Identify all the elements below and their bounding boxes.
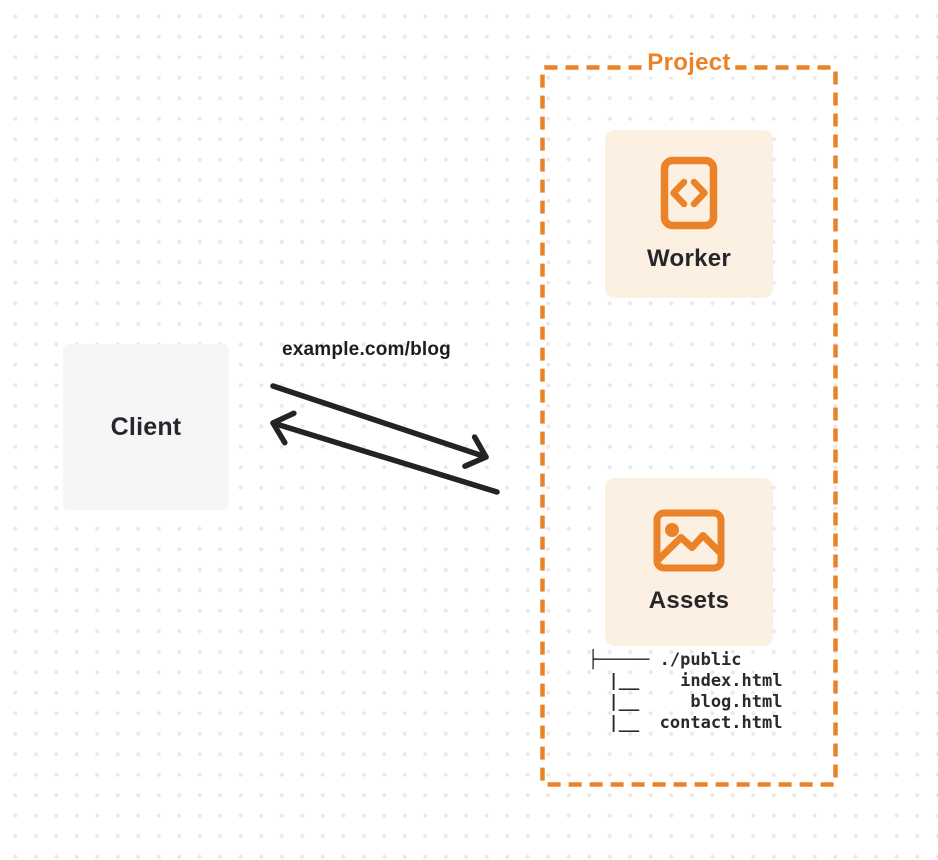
client-node: Client xyxy=(63,344,229,510)
tree-line-index: |__ index.html xyxy=(588,671,783,691)
assets-node: Assets xyxy=(605,478,773,646)
image-icon xyxy=(653,509,725,572)
request-arrow-head xyxy=(462,434,489,469)
assets-file-tree: ├───── ./public |__ index.html |__ blog.… xyxy=(588,650,782,734)
tree-line-public: ├───── ./public xyxy=(588,650,742,670)
assets-label: Assets xyxy=(648,587,730,614)
worker-node: Worker xyxy=(605,130,773,298)
tree-line-blog: |__ blog.html xyxy=(588,692,783,712)
request-url-label: example.com/blog xyxy=(282,339,451,360)
tree-line-contact: |__ contact.html xyxy=(588,713,783,733)
project-boundary: Project Worker Assets ├───── ./public |_… xyxy=(540,49,838,787)
response-arrow-shaft xyxy=(270,420,500,495)
worker-label: Worker xyxy=(646,244,732,272)
request-arrow-shaft xyxy=(270,383,489,460)
response-arrow-head xyxy=(270,410,297,446)
code-file-icon xyxy=(660,156,718,229)
project-label: Project xyxy=(642,49,736,77)
client-label: Client xyxy=(110,412,182,441)
